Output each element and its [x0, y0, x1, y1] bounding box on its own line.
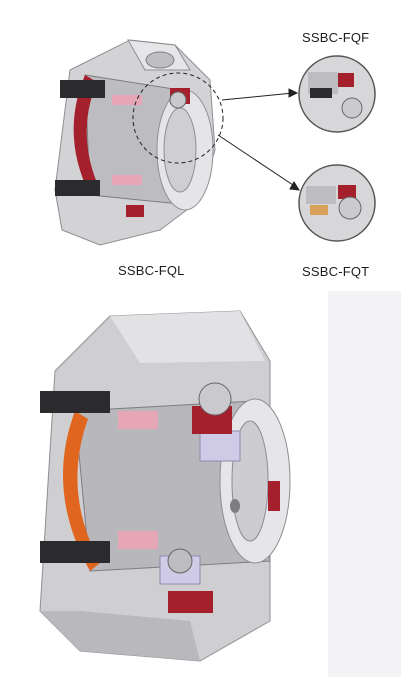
- detail-top-label: SSBC-FQF: [302, 30, 370, 45]
- seal-cutaway-large-svg: [39, 310, 291, 662]
- bottom-diagram-panel: [0, 291, 401, 677]
- seal-cutaway-top-svg: [54, 39, 376, 246]
- detail-circle-top: [298, 55, 376, 133]
- callout-arrows: [217, 88, 300, 191]
- top-diagram-panel: SSBC-FQL SSBC-FQF SSBC-FQT: [0, 0, 401, 291]
- main-seal-label: SSBC-FQL: [118, 263, 185, 278]
- detail-callout-circle: [132, 72, 224, 164]
- detail-bottom-label: SSBC-FQT: [302, 264, 370, 279]
- detail-circle-bottom: [298, 164, 376, 242]
- main-seal-illustration: [54, 39, 216, 246]
